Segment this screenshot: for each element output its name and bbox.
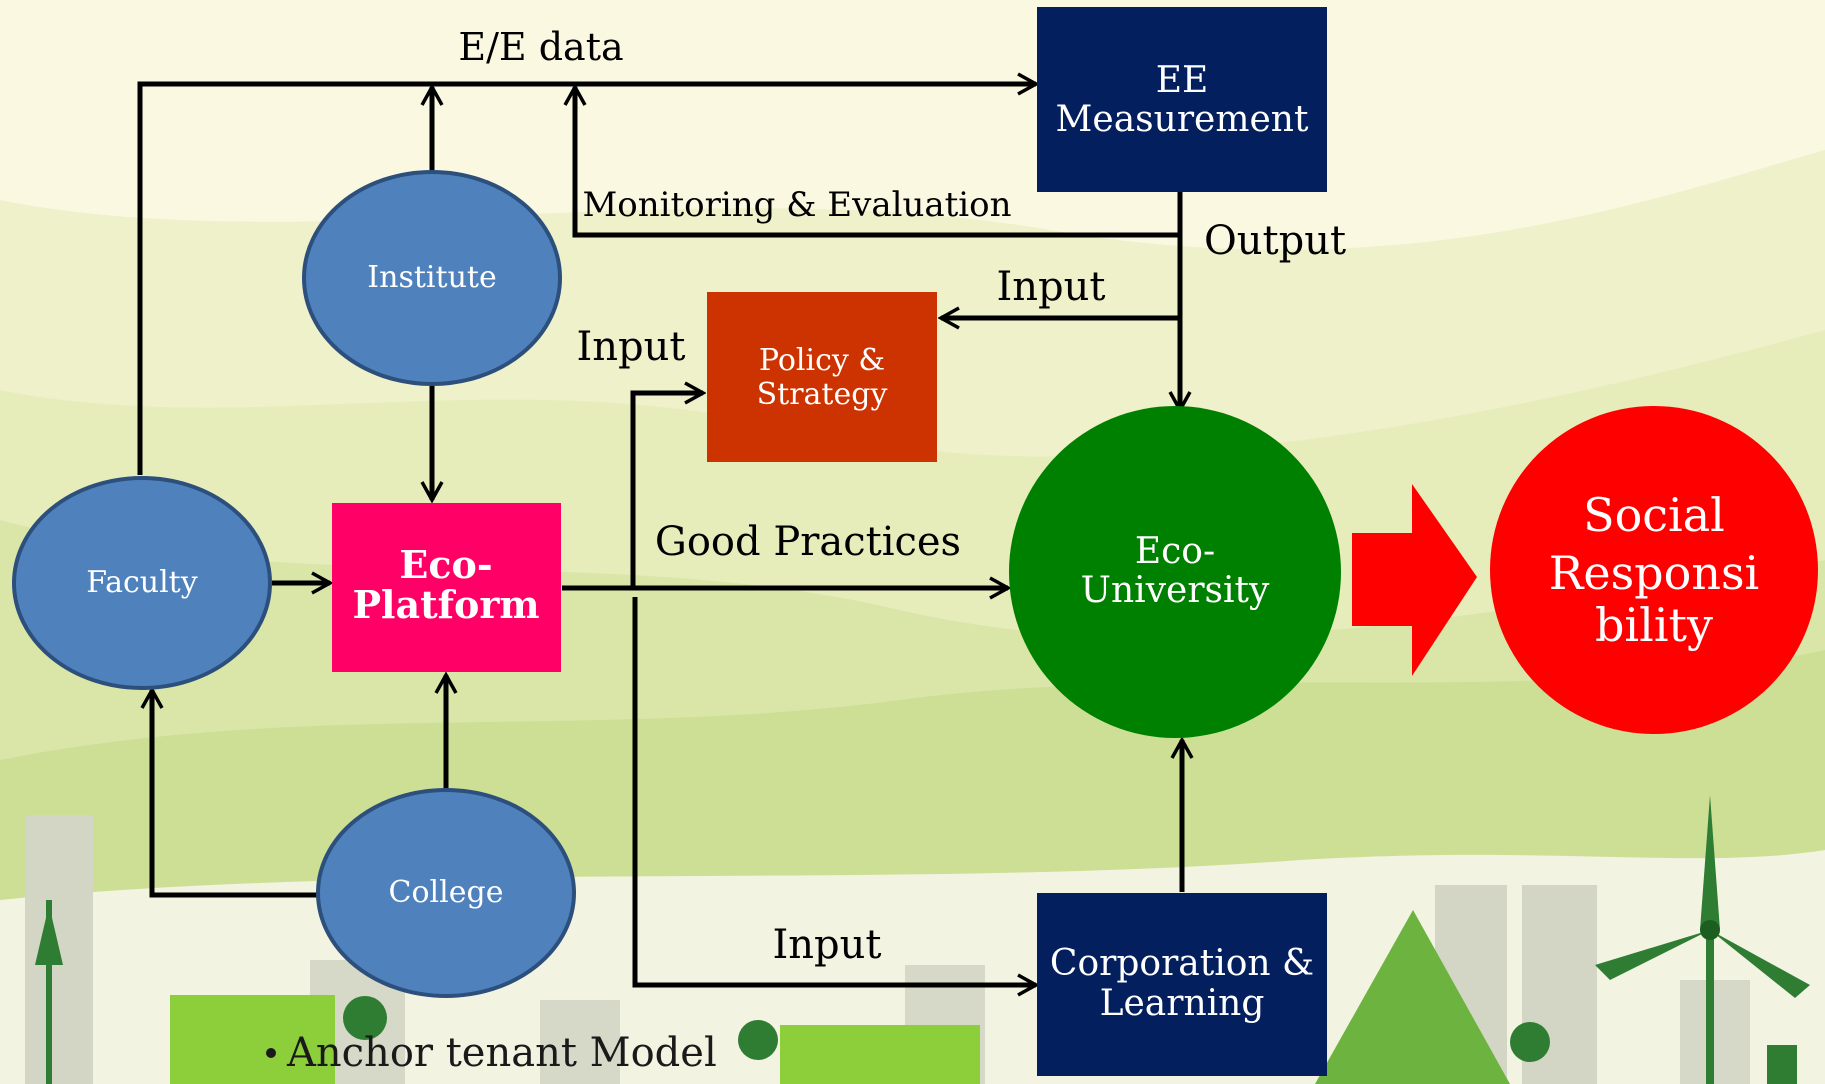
input-corporation-label: Input: [772, 922, 881, 968]
monitoring-evaluation-connector: [575, 87, 1180, 238]
ee-data-label: E/E data: [458, 25, 623, 69]
policy-strategy-box: Policy & Strategy: [707, 292, 937, 462]
policy-line2: Strategy: [757, 377, 888, 412]
eco-university-line1: Eco-: [1135, 531, 1215, 572]
eco-platform-line2: Platform: [352, 582, 539, 627]
corporation-line1: Corporation &: [1050, 943, 1314, 984]
monitoring-evaluation-label: Monitoring & Evaluation: [582, 185, 1011, 225]
corporation-line2: Learning: [1100, 983, 1265, 1024]
right-arrow-icon: [1352, 484, 1477, 676]
eco-platform-line1: Eco-: [399, 542, 492, 587]
eco-university-node: Eco- University: [1009, 406, 1341, 738]
output-label: Output: [1204, 218, 1346, 264]
ee-measurement-line1: EE: [1156, 60, 1209, 101]
social-line3: bility: [1595, 598, 1713, 652]
input-corporation-connector: [632, 597, 1036, 985]
bullet-anchor-tenant-model: Anchor tenant Model: [286, 1030, 717, 1076]
good-practices-label: Good Practices: [655, 519, 961, 565]
corporation-learning-box: Corporation & Learning: [1037, 893, 1327, 1076]
college-to-faculty-connector: [152, 690, 318, 898]
institute-node: Institute: [302, 170, 562, 386]
faculty-to-ee-measurement-connector: [137, 84, 1036, 475]
input-policy-top-label: Input: [996, 264, 1105, 310]
social-responsibility-node: Social Responsi bility: [1490, 406, 1818, 734]
eco-university-line2: University: [1081, 570, 1270, 611]
policy-line1: Policy &: [759, 343, 885, 378]
input-policy-left-connector: [630, 393, 703, 588]
faculty-label: Faculty: [86, 565, 197, 600]
social-line1: Social: [1583, 488, 1725, 542]
college-node: College: [316, 788, 576, 998]
institute-label: Institute: [367, 260, 496, 295]
input-policy-left-label: Input: [576, 324, 685, 370]
college-label: College: [389, 875, 504, 910]
social-line2: Responsi: [1549, 546, 1760, 600]
bullet-dot-icon: [266, 1048, 276, 1058]
ee-measurement-line2: Measurement: [1056, 99, 1309, 140]
faculty-node: Faculty: [12, 476, 272, 690]
ee-measurement-box: EE Measurement: [1037, 7, 1327, 192]
eco-platform-box: Eco- Platform: [332, 503, 561, 672]
